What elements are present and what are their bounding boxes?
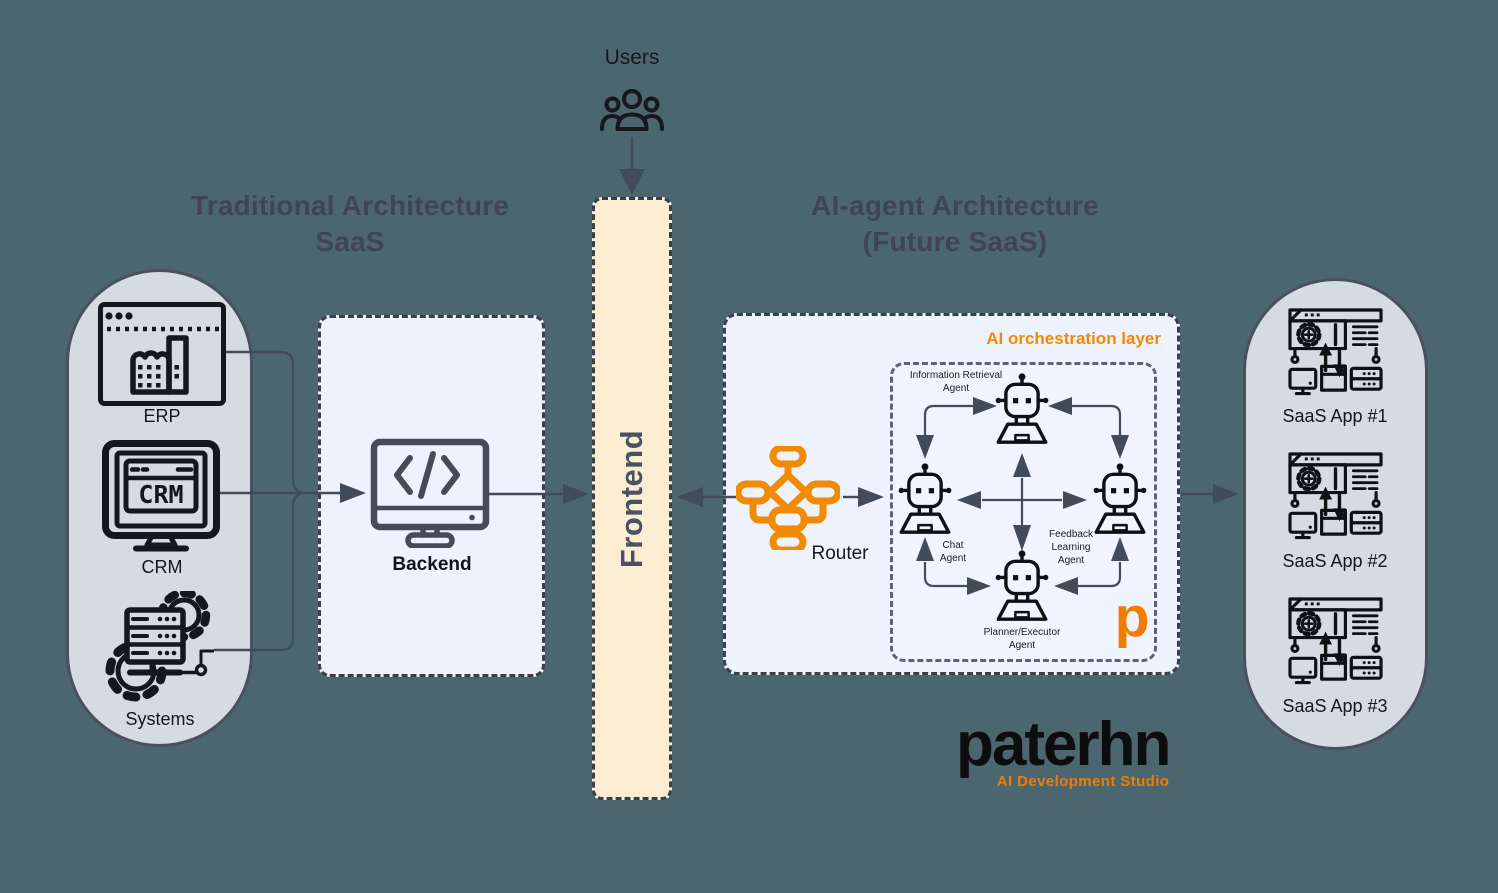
backend-code-icon [370,438,490,548]
router-icon [736,446,840,550]
erp-icon [98,302,226,406]
systems-icon [105,591,214,702]
right-title-line2: (Future SaaS) [862,226,1048,257]
router-label: Router [811,543,869,564]
users-icon [600,89,664,131]
feedback-learning-agent-label: Feedback Learning Agent [1049,529,1093,566]
erp-label: ERP [143,406,181,426]
saas-apps-pill [1243,278,1428,750]
planner-executor-agent-label: Planner/Executor Agent [983,627,1061,651]
paterhn-logo: paterhn AI Development Studio [956,710,1171,791]
ai-orchestration-layer-label: AI orchestration layer [986,329,1161,348]
frontend-bar: Frontend [592,197,672,800]
backend-label: Backend [392,554,472,575]
chat-agent-label: Chat Agent [939,540,967,564]
left-title: Traditional Architecture SaaS [145,188,555,260]
frontend-label: Frontend [614,429,649,568]
chat-agent-icon [894,462,956,536]
saas-app-3-label: SaaS App #3 [1282,696,1388,716]
right-title-line1: AI-agent Architecture [811,190,1099,221]
svg-text:CRM: CRM [138,480,183,509]
left-title-line1: Traditional Architecture [190,190,510,221]
systems-label: Systems [125,709,195,729]
crm-icon: CRM [102,440,220,552]
right-title: AI-agent Architecture (Future SaaS) [750,188,1160,260]
paterhn-wordmark: paterhn [956,710,1171,779]
saas-app-2-icon [1288,452,1383,547]
left-title-line2: SaaS [315,226,385,257]
saas-app-1-icon [1288,308,1383,403]
information-retrieval-agent-label: Information Retrieval Agent [909,370,1003,394]
crm-label: CRM [141,557,183,577]
saas-app-2-label: SaaS App #2 [1282,551,1388,571]
saas-app-3-icon [1288,597,1383,692]
feedback-learning-agent-icon [1089,462,1151,536]
saas-app-1-label: SaaS App #1 [1282,406,1388,426]
paterhn-p-mark: p [1114,585,1150,649]
paterhn-tagline: AI Development Studio [996,773,1170,791]
users-label: Users [604,46,660,69]
